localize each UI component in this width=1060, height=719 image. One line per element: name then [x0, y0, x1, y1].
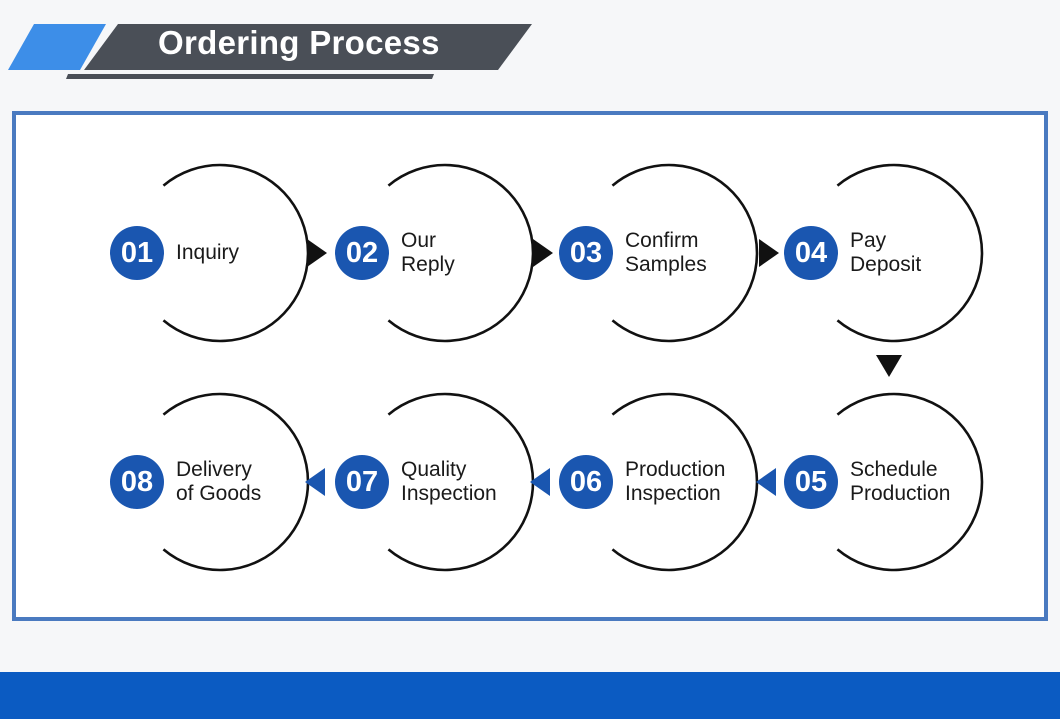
step-number-badge: 08 [110, 455, 164, 509]
step-ring [387, 163, 535, 343]
arrow-down-icon [876, 355, 902, 377]
arrow-right-icon [759, 239, 779, 267]
header-banner: Ordering Process [0, 0, 560, 90]
arrow-right-icon [533, 239, 553, 267]
page-title: Ordering Process [158, 24, 440, 61]
step-01: 01 Inquiry [100, 163, 340, 343]
step-label-line1: Quality [401, 458, 467, 481]
arrow-left-icon [305, 468, 325, 496]
step-label-line1: Schedule [850, 458, 938, 481]
step-label-line2: Inspection [625, 482, 721, 505]
step-label-line1: Confirm [625, 229, 699, 252]
footer-bar [0, 672, 1060, 719]
step-number-badge: 03 [559, 226, 613, 280]
step-label-line1: Inquiry [176, 241, 240, 264]
step-number-badge: 02 [335, 226, 389, 280]
step-number-badge: 07 [335, 455, 389, 509]
step-label-line2: Production [850, 482, 951, 505]
step-label-line2: of Goods [176, 482, 262, 505]
step-label-line2: Inspection [401, 482, 497, 505]
step-label: Inquiry [176, 241, 239, 265]
arrow-left-icon [756, 468, 776, 496]
banner-shape [8, 24, 532, 79]
step-ring [836, 392, 984, 572]
process-panel [12, 111, 1048, 621]
step-number-badge: 01 [110, 226, 164, 280]
step-label-line1: Our [401, 229, 437, 252]
step-label-line1: Pay [850, 229, 887, 252]
arrow-right-icon [307, 239, 327, 267]
step-label-line1: Delivery [176, 458, 252, 481]
step-ring [611, 163, 759, 343]
step-number-badge: 06 [559, 455, 613, 509]
step-number-badge: 04 [784, 226, 838, 280]
step-label-line2: Deposit [850, 253, 922, 276]
step-label-line2: Reply [401, 253, 455, 276]
step-label-line2: Samples [625, 253, 707, 276]
arrow-left-icon [530, 468, 550, 496]
step-ring [836, 163, 984, 343]
step-number-badge: 05 [784, 455, 838, 509]
step-label-line1: Production [625, 458, 726, 481]
